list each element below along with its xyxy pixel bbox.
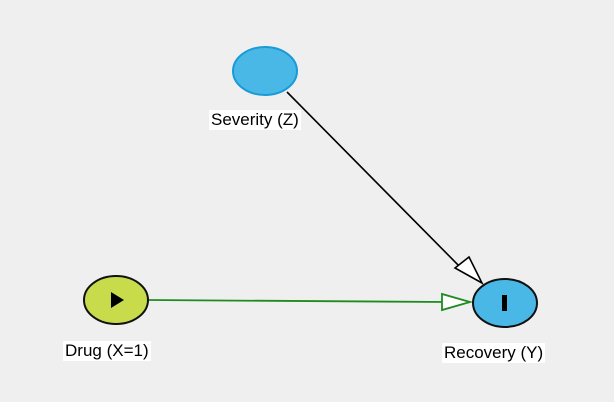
node-label-drug: Drug (X=1) <box>63 341 151 361</box>
node-label-recovery: Recovery (Y) <box>442 343 546 363</box>
node-severity[interactable] <box>232 46 298 96</box>
edge-severity-recovery[interactable] <box>286 91 467 274</box>
edge-severity-recovery-arrowhead <box>453 255 484 285</box>
edge-drug-recovery-arrowhead <box>441 292 474 312</box>
edge-drug-recovery[interactable] <box>147 299 447 303</box>
outcome-bar-icon <box>502 295 507 311</box>
node-label-severity: Severity (Z) <box>209 110 301 130</box>
play-icon <box>111 292 124 308</box>
